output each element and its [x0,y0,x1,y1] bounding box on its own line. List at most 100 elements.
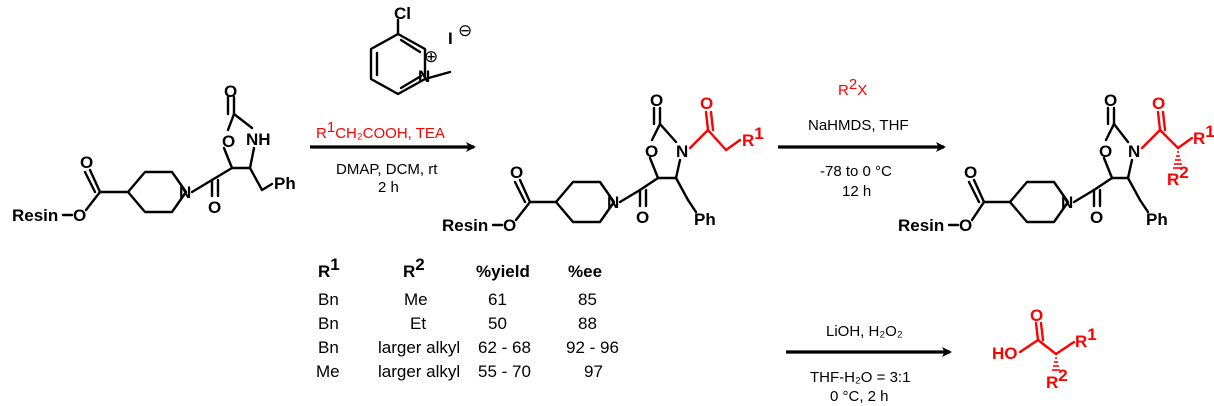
step1-condition-1: DMAP, DCM, rt [336,161,438,178]
starting-material: Resin O O N O O O NH Ph [12,82,296,225]
ring-oxygen-2: O [645,142,658,161]
table-cell: 61 [488,290,507,309]
step2-condition-1: -78 to 0 °C [820,163,892,180]
resin-label-2: Resin [442,216,488,235]
piperidine-nitrogen-2: N [607,193,619,212]
table-cell: 88 [578,314,597,333]
r2-symbol-3: R [1167,170,1179,189]
table-cell: 92 - 96 [566,338,619,357]
r2-superscript-4: 2 [1058,366,1067,385]
svg-text:R1: R1 [1193,122,1214,148]
step2-x: X [857,82,867,99]
resin-label-3: Resin [898,216,944,235]
step1-reagent: CH₂COOH, TEA [335,125,445,142]
r2-superscript-3: 2 [1179,163,1188,182]
carbonyl-oxygen-2: O [510,163,523,182]
acyl-carbonyl-oxygen: O [700,94,713,113]
amide-oxygen-1: O [208,198,221,217]
header-r2: R2 [403,255,425,281]
table-cell: Me [404,290,428,309]
svg-text:R2: R2 [1167,163,1189,189]
reaction-step-2: R2X NaHMDS, THF -78 to 0 °C 12 h [778,76,946,200]
step2-r-symbol: R [838,82,849,99]
reaction-step-1: R1CH₂COOH, TEA DMAP, DCM, rt 2 h [310,119,476,196]
table-cell: Et [410,314,426,333]
r1-superscript-3: 1 [1205,122,1214,141]
carbonyl-oxygen-3: O [964,163,977,182]
oxazolidinone-carbonyl-oxygen-1: O [224,82,237,101]
table-cell: 50 [488,314,507,333]
step2-base: NaHMDS, THF [808,117,909,134]
oxazolidinone-carbonyl-oxygen-2: O [650,91,663,110]
ring-oxygen-1: O [222,132,235,151]
step3-condition-1: THF-H₂O = 3:1 [810,369,910,386]
table-cell: 85 [578,290,597,309]
acyl-carbonyl-oxygen-3: O [1152,94,1165,113]
resin-label: Resin [12,206,58,225]
alkylated-product: Resin O O N O O O N Ph O R1 [898,91,1214,235]
acid-carbonyl-oxygen: O [1030,306,1043,325]
chlorine-atom: Cl [394,4,411,23]
step1-condition-2: 2 h [378,179,399,196]
header-yield: %yield [476,262,530,281]
imide-nitrogen-3: N [1128,142,1140,161]
table-cell: 97 [584,362,603,381]
step2-r-superscript: 2 [849,76,857,93]
pyridinium-nitrogen: N [418,67,430,86]
step2-condition-2: 12 h [842,183,871,200]
phenyl-label-3: Ph [1146,210,1168,229]
hashed-wedge-3 [1173,151,1183,169]
hydroxyl-group: HO [992,344,1018,363]
oxazolidinone-carbonyl-oxygen-3: O [1104,91,1117,110]
amide-oxygen-2: O [636,208,649,227]
svg-text:R1: R1 [1075,325,1097,351]
ester-oxygen-2: O [503,216,516,235]
table-cell: 55 - 70 [478,362,531,381]
table-header: R1 R2 %yield %ee [318,255,602,281]
svg-text:R1: R1 [742,124,764,150]
nh-group: NH [246,130,271,149]
chiral-acid-product: HO O R1 R2 [992,306,1097,392]
piperidine-nitrogen-3: N [1061,193,1073,212]
amide-oxygen-3: O [1090,208,1103,227]
step1-r-symbol: R [316,125,327,142]
svg-text:R1CH₂COOH, TEA: R1CH₂COOH, TEA [316,119,445,142]
imide-nitrogen-2: N [676,142,688,161]
step3-condition-2: 0 °C, 2 h [830,388,889,405]
svg-text:R2X: R2X [838,76,867,99]
ester-oxygen-3: O [959,216,972,235]
r2-symbol-4: R [1046,373,1058,392]
header-r1: R1 [318,255,340,281]
piperidine-nitrogen-1: N [179,183,191,202]
table-cell: Bn [318,314,339,333]
r1-symbol-4: R [1075,332,1087,351]
table-cell: larger alkyl [378,362,460,381]
ester-oxygen: O [73,206,86,225]
phenyl-label-2: Ph [694,210,716,229]
results-table: R1 R2 %yield %ee Bn Me 61 85 Bn Et 50 88… [316,255,619,381]
table-row: Bn Et 50 88 [318,314,597,333]
pyridinium-reagent: Cl N ⊕ I ⊖ [369,4,472,96]
table-cell: Me [316,362,340,381]
table-cell: 62 - 68 [478,338,531,357]
svg-text:R2: R2 [1046,366,1068,392]
iodide-atom: I [448,29,453,48]
r1-superscript-4: 1 [1087,325,1096,344]
table-cell: Bn [318,338,339,357]
table-cell: Bn [318,290,339,309]
r1-symbol-3: R [1193,129,1205,148]
hashed-wedge-4 [1052,357,1060,371]
step3-reagents: LiOH, H₂O₂ [826,323,903,340]
step1-r-superscript: 1 [327,119,335,136]
ring-oxygen-3: O [1099,142,1112,161]
header-ee: %ee [568,262,602,281]
r1-superscript-2: 1 [754,124,763,143]
positive-charge: ⊕ [424,47,438,66]
reaction-step-3: LiOH, H₂O₂ THF-H₂O = 3:1 0 °C, 2 h [786,323,952,405]
phenyl-label-1: Ph [274,174,296,193]
table-row: Bn larger alkyl 62 - 68 92 - 96 [318,338,619,357]
acylated-intermediate: Resin O O N O O O N Ph O R1 [442,91,764,235]
carbonyl-oxygen-1: O [80,153,93,172]
table-row: Bn Me 61 85 [318,290,597,309]
